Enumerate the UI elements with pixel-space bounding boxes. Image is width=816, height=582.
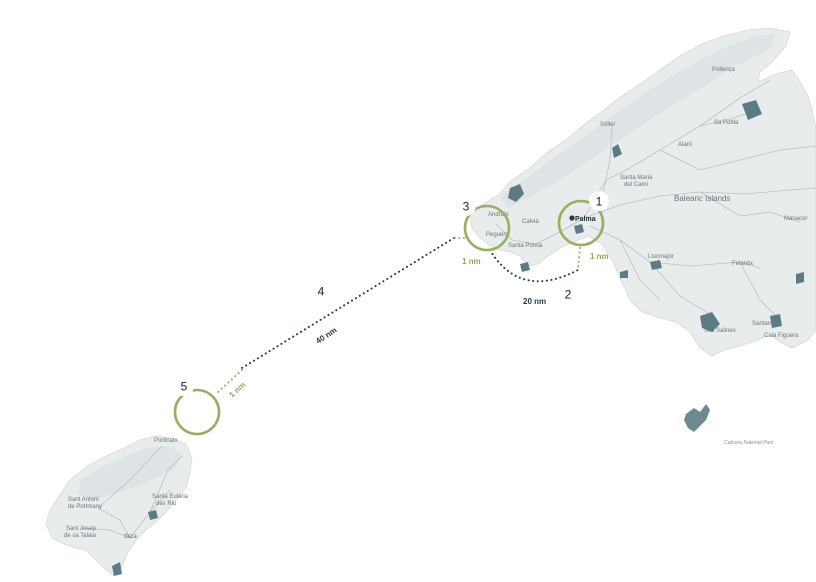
distance-label-andratx: 1 nm (462, 257, 481, 266)
town-label-cala-figuera: Cala Figuera (764, 333, 799, 339)
town-label-sant-antoni-1: Sant Antoni (68, 497, 99, 503)
ibiza-island (45, 435, 193, 577)
distance-label-bay: 20 nm (523, 297, 546, 306)
stop-badge-4: 4 (311, 281, 331, 301)
leg-ibiza-1nm (217, 369, 243, 393)
palma-marker-icon (569, 215, 575, 221)
town-label-ibiza: Ibiza (124, 534, 137, 540)
stop-badge-bg (311, 281, 331, 301)
town-label-soller: Sóller (600, 122, 615, 128)
stop-badge-bg (456, 196, 476, 216)
mallorca-green-patches (508, 100, 804, 332)
stop-badges: 1 2 3 4 5 (174, 191, 609, 396)
leg-palma-1nm (577, 247, 581, 269)
town-labels: Pollença Sóller Sa Pobla Alaró Santa Mar… (64, 67, 807, 540)
mallorca-land (469, 27, 816, 357)
town-label-santa-eularia-2: des Riu (156, 501, 176, 507)
town-label-santa-ponsa: Santa Ponsa (508, 243, 543, 249)
town-label-santa-eularia-1: Santa Eulària (152, 494, 189, 500)
tramuntana-relief (500, 34, 776, 208)
circle-andratx (463, 204, 511, 252)
town-label-alaro: Alaró (678, 142, 693, 148)
park-label-cabrera: Cabrera National Park (724, 440, 774, 446)
ibiza-green-patches (112, 510, 158, 576)
stop-badge-bg (589, 191, 609, 211)
region-label-balearic-islands: Balearic Islands (674, 194, 730, 203)
town-label-llucmajor: Llucmajor (648, 254, 674, 260)
leg-crossing-40nm (241, 237, 455, 369)
town-label-andratx: Andratx (488, 212, 509, 218)
town-label-sant-josep-2: de sa Talaia (64, 533, 97, 539)
town-label-santanyi: Santanyí (752, 321, 776, 327)
town-label-manacor: Manacor (784, 216, 807, 222)
stop-number: 3 (463, 200, 470, 214)
stop-badge-bg (174, 376, 194, 396)
anchorage-circles (173, 199, 605, 436)
town-label-calvia: Calvià (522, 219, 539, 225)
stop-number: 1 (596, 195, 603, 209)
stop-badge-2: 2 (558, 284, 578, 304)
mallorca-island (469, 27, 816, 432)
stop-badge-5: 5 (174, 376, 194, 396)
town-label-palma: Palma (575, 216, 596, 223)
town-label-santa-maria: Santa Maria (620, 175, 653, 181)
stop-badge-bg (558, 284, 578, 304)
mallorca-roads (495, 79, 816, 321)
town-label-sant-josep-1: Sant Josep (66, 526, 97, 532)
circle-palma (557, 199, 605, 247)
town-label-sant-antoni-2: de Portmany (68, 504, 102, 510)
distance-label-palma: 1 nm (590, 252, 609, 261)
town-label-peguera: Peguera (486, 232, 509, 238)
cabrera-island (684, 404, 710, 432)
stop-badge-3: 3 (456, 196, 476, 216)
town-label-portinatx: Portinatx (154, 438, 178, 444)
stop-badge-1: 1 (589, 191, 609, 211)
town-label-felanitx: Felanitx (732, 261, 753, 267)
town-label-pollenca: Pollença (712, 67, 736, 73)
stop-number: 5 (181, 380, 188, 394)
town-label-ses-salines: Ses Salines (704, 328, 736, 334)
stop-number: 4 (318, 285, 325, 299)
town-label-sa-pobla: Sa Pobla (714, 120, 739, 126)
ibiza-relief (78, 446, 182, 500)
route-legs (217, 237, 581, 393)
town-label-del-cami: del Camí (624, 182, 648, 188)
stop-number: 2 (565, 288, 572, 302)
circle-ibiza (173, 388, 221, 436)
